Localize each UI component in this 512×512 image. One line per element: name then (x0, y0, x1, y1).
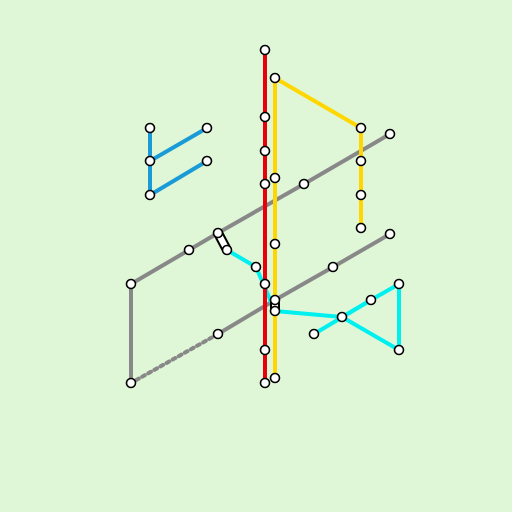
station-y4[interactable] (355, 189, 367, 201)
station-b3[interactable] (201, 122, 213, 134)
station-c2[interactable] (250, 261, 262, 273)
line-blue-segment (148, 159, 209, 197)
station-y7[interactable] (269, 238, 281, 250)
station-y5[interactable] (355, 222, 367, 234)
map-lines (129, 48, 401, 385)
station-g5[interactable] (125, 278, 137, 290)
line-gray-segment (187, 231, 220, 252)
line-gray-segment-dashed (129, 332, 220, 385)
station-b2[interactable] (144, 155, 156, 167)
line-gray-segment (273, 265, 335, 302)
station-b4[interactable] (144, 189, 156, 201)
station-r7[interactable] (259, 377, 271, 389)
station-g2[interactable] (298, 178, 310, 190)
station-g6[interactable] (125, 377, 137, 389)
station-c4[interactable] (336, 311, 348, 323)
station-g1[interactable] (384, 128, 396, 140)
station-b1[interactable] (144, 122, 156, 134)
station-r1[interactable] (259, 44, 271, 56)
station-y1[interactable] (269, 72, 281, 84)
line-cyan-segment (369, 282, 401, 302)
station-y8[interactable] (269, 294, 281, 306)
line-cyan-segment (273, 309, 344, 319)
station-g4[interactable] (183, 244, 195, 256)
station-y9[interactable] (269, 305, 281, 317)
station-g8[interactable] (327, 261, 339, 273)
station-r4[interactable] (259, 178, 271, 190)
line-yellow-segment (273, 76, 363, 130)
station-r3[interactable] (259, 145, 271, 157)
station-c9[interactable] (308, 328, 320, 340)
line-blue-segment (148, 126, 209, 163)
line-gray-segment (302, 132, 392, 186)
station-b5[interactable] (201, 155, 213, 167)
line-cyan-segment (225, 248, 258, 269)
line-gray-segment (129, 248, 191, 286)
station-r2[interactable] (259, 111, 271, 123)
station-c1[interactable] (221, 244, 233, 256)
line-gray-segment (331, 232, 392, 269)
station-y10[interactable] (269, 372, 281, 384)
station-y2[interactable] (355, 122, 367, 134)
station-g3[interactable] (212, 227, 224, 239)
station-g10[interactable] (212, 328, 224, 340)
station-c6[interactable] (393, 278, 405, 290)
station-y3[interactable] (355, 155, 367, 167)
line-cyan-segment (340, 315, 401, 352)
line-gray-segment (216, 182, 306, 235)
station-c5[interactable] (393, 344, 405, 356)
station-r6[interactable] (259, 344, 271, 356)
map-stations (125, 44, 405, 389)
station-g7[interactable] (384, 228, 396, 240)
station-r5[interactable] (259, 278, 271, 290)
station-y6[interactable] (269, 172, 281, 184)
station-c7[interactable] (365, 294, 377, 306)
